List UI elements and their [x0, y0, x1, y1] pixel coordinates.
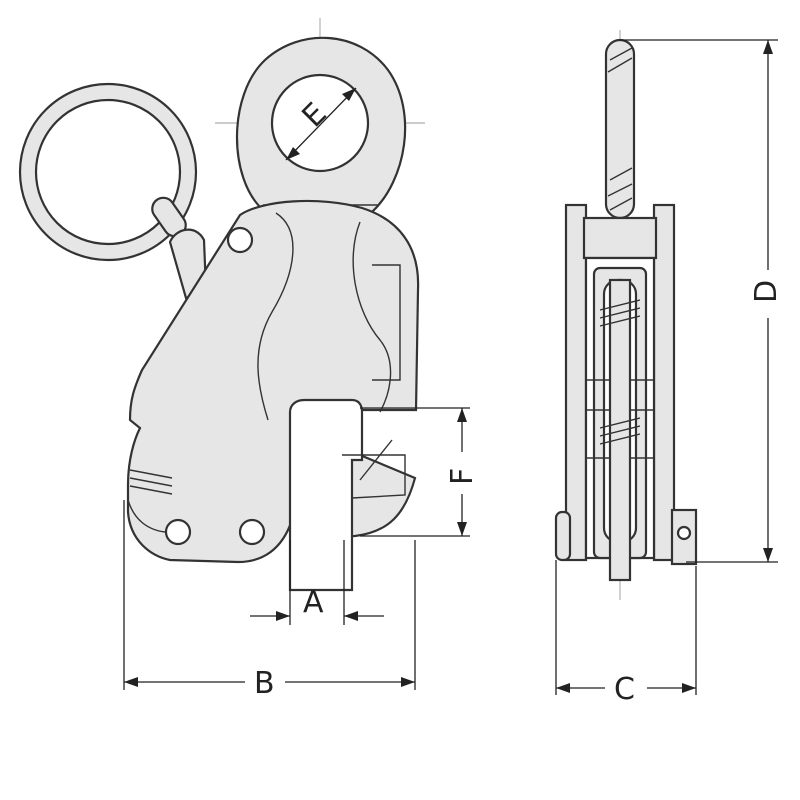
side-top-crossbar — [582, 216, 658, 260]
side-bottom-pin-left — [554, 510, 572, 562]
dimension-a-label: A — [303, 585, 324, 620]
dimension-f: F — [360, 407, 480, 537]
side-center-rod — [608, 278, 632, 582]
side-bottom-lug-right — [670, 508, 698, 566]
pivot-bolt-upper — [226, 226, 254, 254]
lifting-ring — [18, 82, 198, 262]
dimension-c: C — [555, 560, 697, 707]
spring-coil — [127, 469, 173, 533]
top-eye — [235, 36, 407, 214]
dimension-b: B — [123, 500, 416, 701]
dimension-d-label: D — [749, 280, 784, 303]
front-view: A B E F — [18, 18, 480, 701]
pivot-bolt-lower-left — [164, 518, 192, 546]
dimension-a: A — [250, 540, 384, 625]
dimension-c-label: C — [614, 672, 635, 707]
side-shackle — [604, 38, 636, 220]
dimension-f-label: F — [445, 468, 480, 485]
side-springs — [599, 299, 641, 445]
side-view: D C — [554, 30, 784, 707]
dimension-d: D — [620, 39, 784, 563]
pivot-bolt-lower-right — [238, 518, 266, 546]
dimension-b-label: B — [254, 666, 275, 701]
clamp-body — [126, 199, 420, 592]
